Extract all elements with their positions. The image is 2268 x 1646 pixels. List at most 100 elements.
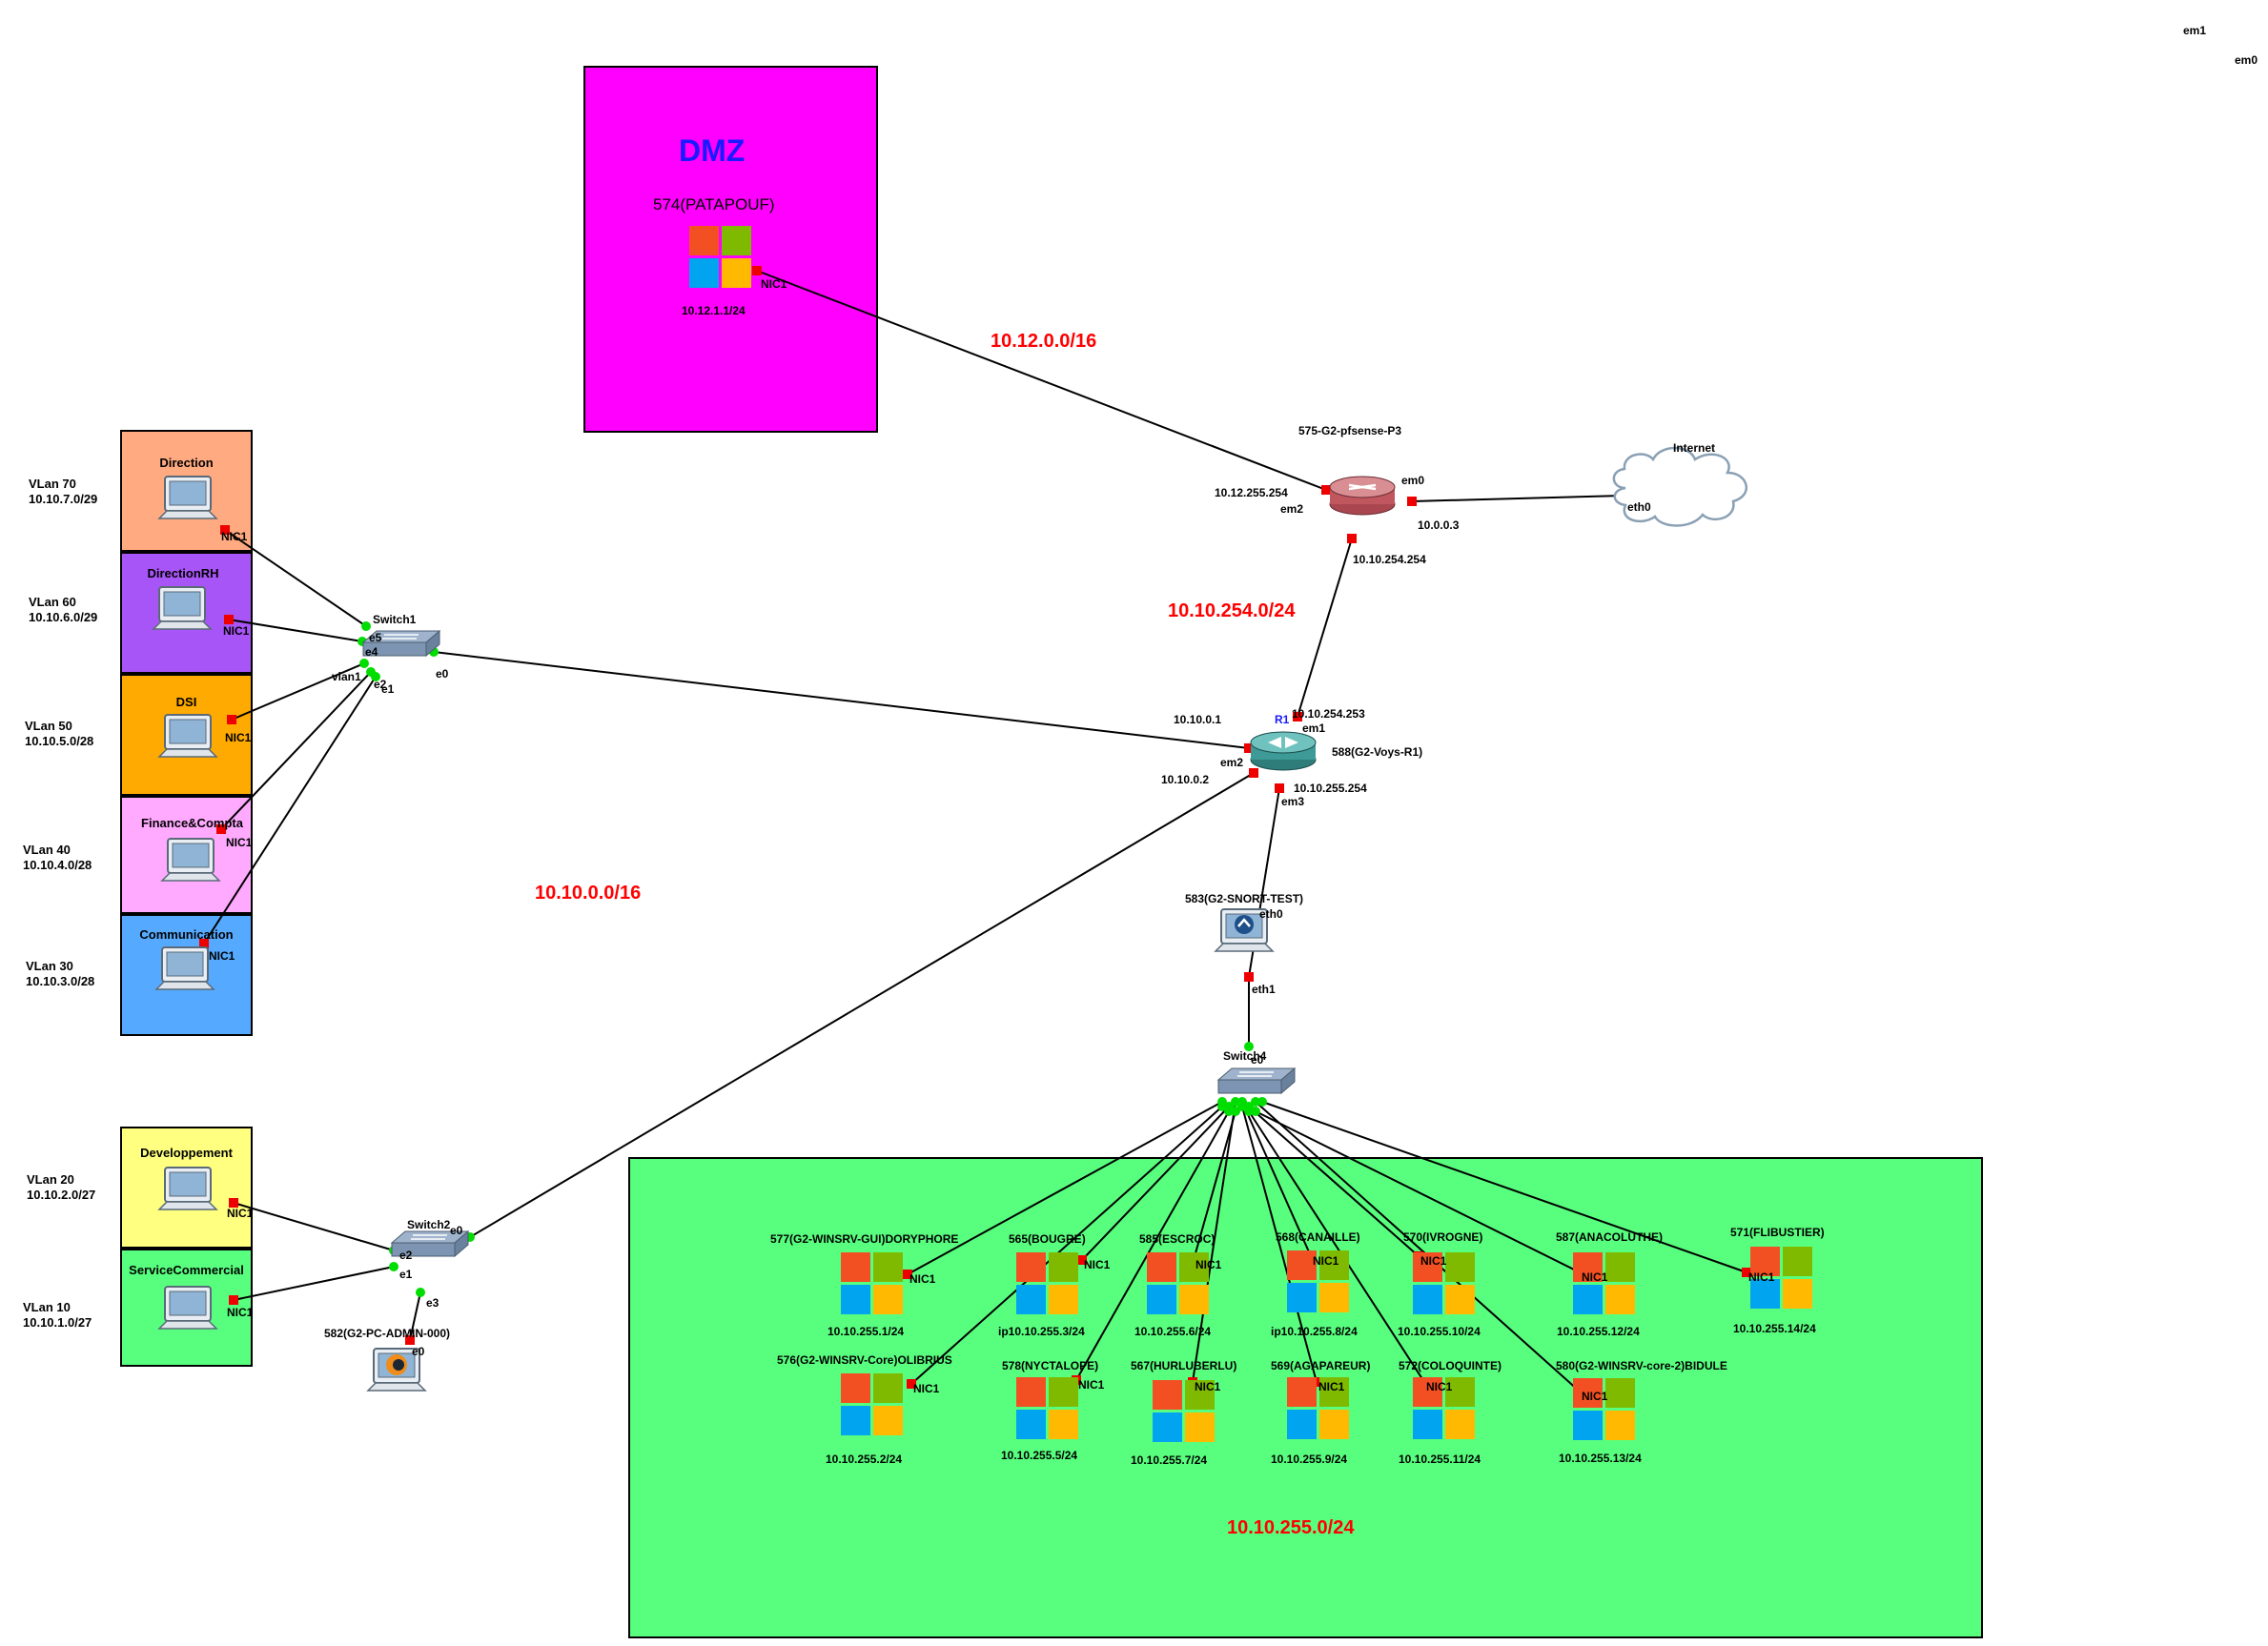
switch4-icon[interactable] (1217, 1067, 1296, 1094)
switch2-port-e3: e3 (426, 1296, 439, 1310)
pc-icon-communication[interactable] (155, 946, 215, 990)
link[interactable] (1297, 538, 1353, 718)
link[interactable] (907, 1101, 1223, 1275)
port-down-marker (1407, 497, 1417, 506)
link[interactable] (231, 662, 365, 721)
link[interactable] (203, 676, 377, 945)
pc-icon-dsi[interactable] (158, 714, 217, 758)
windows-icon[interactable] (1573, 1378, 1635, 1440)
link[interactable] (409, 1291, 421, 1341)
corner-label-em0: em0 (2235, 53, 2258, 67)
link[interactable] (1411, 495, 1624, 502)
vlan-box-developpement[interactable] (120, 1127, 253, 1249)
server-nic-label: NIC1 (1748, 1270, 1775, 1284)
switch2-name: Switch2 (407, 1218, 451, 1231)
port-down-marker (1244, 743, 1254, 753)
pc-icon-finance[interactable] (161, 838, 220, 882)
server-nic-label: NIC1 (1195, 1380, 1221, 1393)
port-up-marker (1257, 1097, 1267, 1107)
link[interactable] (1081, 1106, 1230, 1261)
server-name: 587(ANACOLUTHE) (1556, 1230, 1664, 1244)
link[interactable] (469, 772, 1255, 1238)
port-up-marker (1244, 1042, 1254, 1051)
admin-pc-icon[interactable] (367, 1348, 426, 1392)
port-up-marker (371, 672, 380, 681)
server-nic-label: NIC1 (909, 1272, 936, 1286)
router-port-em1: em1 (1302, 721, 1326, 735)
link[interactable] (1193, 1110, 1236, 1261)
server-nic-label: NIC1 (1426, 1380, 1453, 1393)
port-up-marker (1251, 1107, 1260, 1116)
link[interactable] (1241, 1101, 1312, 1257)
pc-icon-servicecommercial[interactable] (158, 1286, 217, 1330)
firewall-router-icon[interactable] (1329, 476, 1396, 516)
port-up-marker (416, 1288, 425, 1297)
link[interactable] (1248, 1106, 1420, 1257)
port-down-marker (1244, 972, 1254, 982)
vlan-box-title-communication: Communication (139, 927, 234, 942)
link[interactable] (1075, 1110, 1230, 1381)
net-label-dmz: 10.12.0.0/16 (991, 331, 1097, 352)
nic-label-directionrh: NIC1 (223, 624, 250, 638)
internet-name: Internet (1673, 441, 1716, 455)
snort-port-in: eth0 (1259, 907, 1283, 921)
server-ip: 10.10.255.5/24 (1001, 1449, 1078, 1462)
port-down-marker (229, 1295, 238, 1305)
port-down-marker (224, 615, 234, 624)
link[interactable] (224, 529, 367, 627)
link[interactable] (1255, 1101, 1581, 1392)
server-nic-label: NIC1 (1195, 1258, 1222, 1271)
vlan-box-title-finance: Finance&Compta (141, 816, 243, 830)
port-up-marker (389, 1262, 398, 1271)
link[interactable] (1192, 1101, 1236, 1383)
link[interactable] (233, 1266, 395, 1301)
pc-icon-directionrh[interactable] (153, 586, 212, 630)
port-down-marker (1742, 1268, 1751, 1277)
vlan-box-title-dsi: DSI (175, 695, 197, 709)
snort-appliance-icon[interactable] (1215, 908, 1274, 952)
internet-cloud-icon[interactable] (1612, 446, 1748, 527)
switch1-port-e5: e5 (369, 631, 382, 644)
router-r1-icon[interactable] (1250, 731, 1317, 771)
link[interactable] (1248, 1110, 1425, 1383)
server-ip: 10.10.255.12/24 (1557, 1325, 1640, 1338)
nic-label-finance: NIC1 (226, 836, 253, 849)
link[interactable] (910, 1106, 1223, 1385)
link[interactable] (1241, 1106, 1318, 1383)
pc-icon-developpement[interactable] (158, 1167, 217, 1210)
server-nic-label: NIC1 (1078, 1378, 1105, 1392)
server-name: 572(COLOQUINTE) (1399, 1359, 1502, 1372)
port-up-marker (359, 659, 369, 668)
windows-icon-patapouf[interactable] (689, 226, 751, 288)
port-up-marker (1217, 1102, 1227, 1111)
link[interactable] (228, 619, 363, 642)
snort-port-out: eth1 (1252, 983, 1276, 996)
link[interactable] (433, 651, 1250, 749)
windows-icon[interactable] (841, 1252, 903, 1314)
firewall-ip-dmz: 10.12.255.254 (1215, 486, 1288, 499)
server-ip: ip10.10.255.8/24 (1271, 1325, 1358, 1338)
port-down-marker (199, 939, 209, 948)
port-down-marker (216, 824, 226, 834)
firewall-name: 575-G2-pfsense-P3 (1298, 424, 1402, 437)
nic-label-developpement: NIC1 (227, 1207, 254, 1220)
windows-icon[interactable] (841, 1373, 903, 1435)
server-name: 568(CANAILLE) (1276, 1230, 1360, 1244)
windows-icon[interactable] (1016, 1377, 1078, 1439)
router-port-em3: em3 (1281, 795, 1305, 808)
port-down-marker (405, 1335, 415, 1345)
link[interactable] (233, 1202, 395, 1251)
link[interactable] (1255, 1110, 1581, 1273)
server-nic-label: NIC1 (1313, 1254, 1339, 1268)
switch1-port-e4: e4 (365, 645, 378, 659)
pc-icon-direction[interactable] (158, 476, 217, 519)
port-up-marker (361, 621, 371, 631)
link[interactable] (220, 671, 372, 830)
link[interactable] (756, 270, 1327, 491)
port-up-marker (1244, 1107, 1254, 1116)
link[interactable] (1261, 1101, 1747, 1273)
